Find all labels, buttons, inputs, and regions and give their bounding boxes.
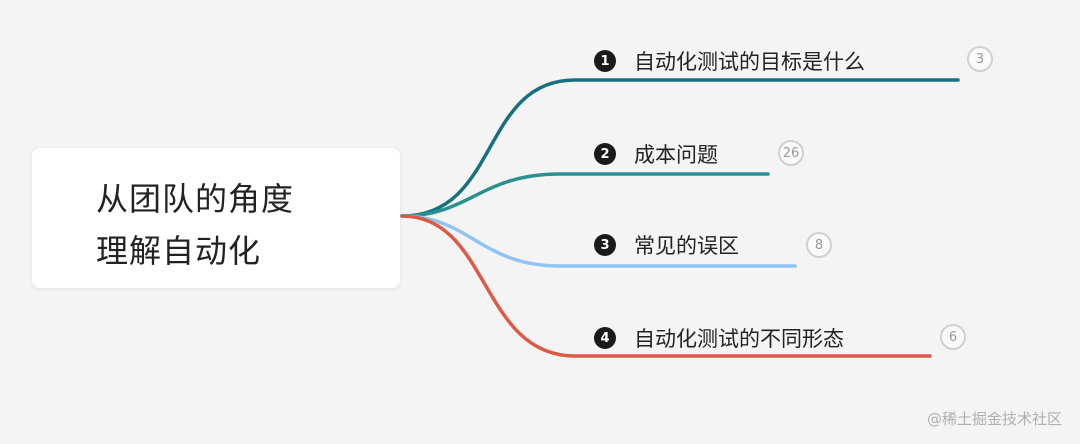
branch-number-badge: 1 [594,50,616,72]
branch-label: 常见的误区 [634,234,739,258]
connector-branch-1 [400,78,960,218]
branch-node-3[interactable]: 3 常见的误区 [594,228,739,262]
child-count-badge-2[interactable]: 26 [778,140,804,166]
branch-number-badge: 4 [594,327,616,349]
branch-label: 自动化测试的目标是什么 [634,50,865,74]
branch-label: 自动化测试的不同形态 [634,327,844,351]
branch-number-badge: 3 [594,234,616,256]
connector-branch-4 [400,214,932,358]
root-topic-line-2: 理解自动化 [96,232,262,270]
watermark-text: @稀土掘金技术社区 [926,410,1062,428]
child-count-badge-4[interactable]: 6 [940,324,966,350]
branch-node-4[interactable]: 4 自动化测试的不同形态 [594,321,844,355]
branch-number-badge: 2 [594,143,616,165]
connector-branch-2 [400,172,770,218]
root-topic-line-1: 从团队的角度 [96,180,295,218]
branch-node-2[interactable]: 2 成本问题 [594,137,718,171]
root-topic-node[interactable] [32,148,400,288]
branch-label: 成本问题 [634,143,718,167]
child-count-badge-1[interactable]: 3 [967,46,993,72]
branch-node-1[interactable]: 1 自动化测试的目标是什么 [594,44,865,78]
child-count-badge-3[interactable]: 8 [806,232,832,258]
